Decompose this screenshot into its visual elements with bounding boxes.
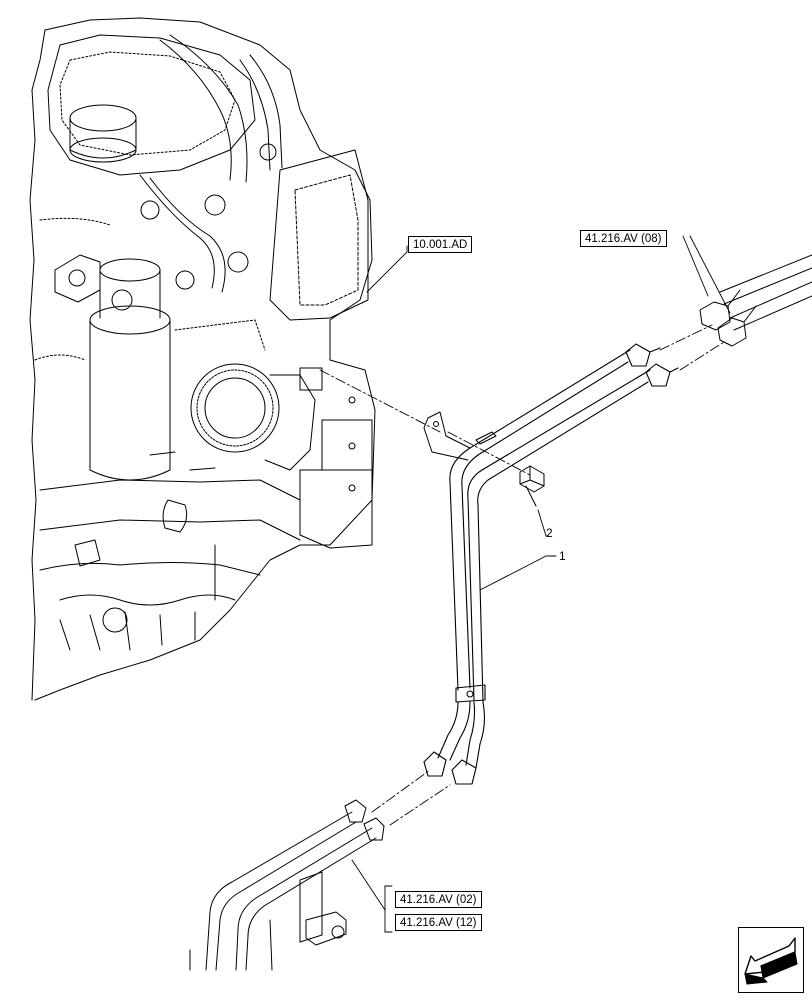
mounting-bracket [423, 411, 497, 461]
ref-lower-line-a[interactable]: 41.216.AV (02) [395, 891, 482, 908]
callout-bolt: 2 [546, 526, 553, 540]
lower-mating-lines [189, 799, 385, 971]
upper-mating-lines [699, 254, 812, 347]
ref-lower-line-b[interactable]: 41.216.AV (12) [395, 914, 482, 931]
bolt [519, 465, 545, 507]
explosion-centerlines [319, 324, 725, 826]
ref-engine-block[interactable]: 10.001.AD [408, 236, 473, 253]
engine-assembly-illustration [29, 17, 376, 701]
callout-pipe-assembly: 1 [559, 549, 566, 563]
pipe-assembly [423, 343, 679, 785]
ref-upper-lines[interactable]: 41.216.AV (08) [580, 230, 667, 247]
previous-page-arrow-icon[interactable] [738, 927, 804, 993]
arrow-glyph [744, 937, 798, 985]
leader-lines [351, 235, 731, 933]
